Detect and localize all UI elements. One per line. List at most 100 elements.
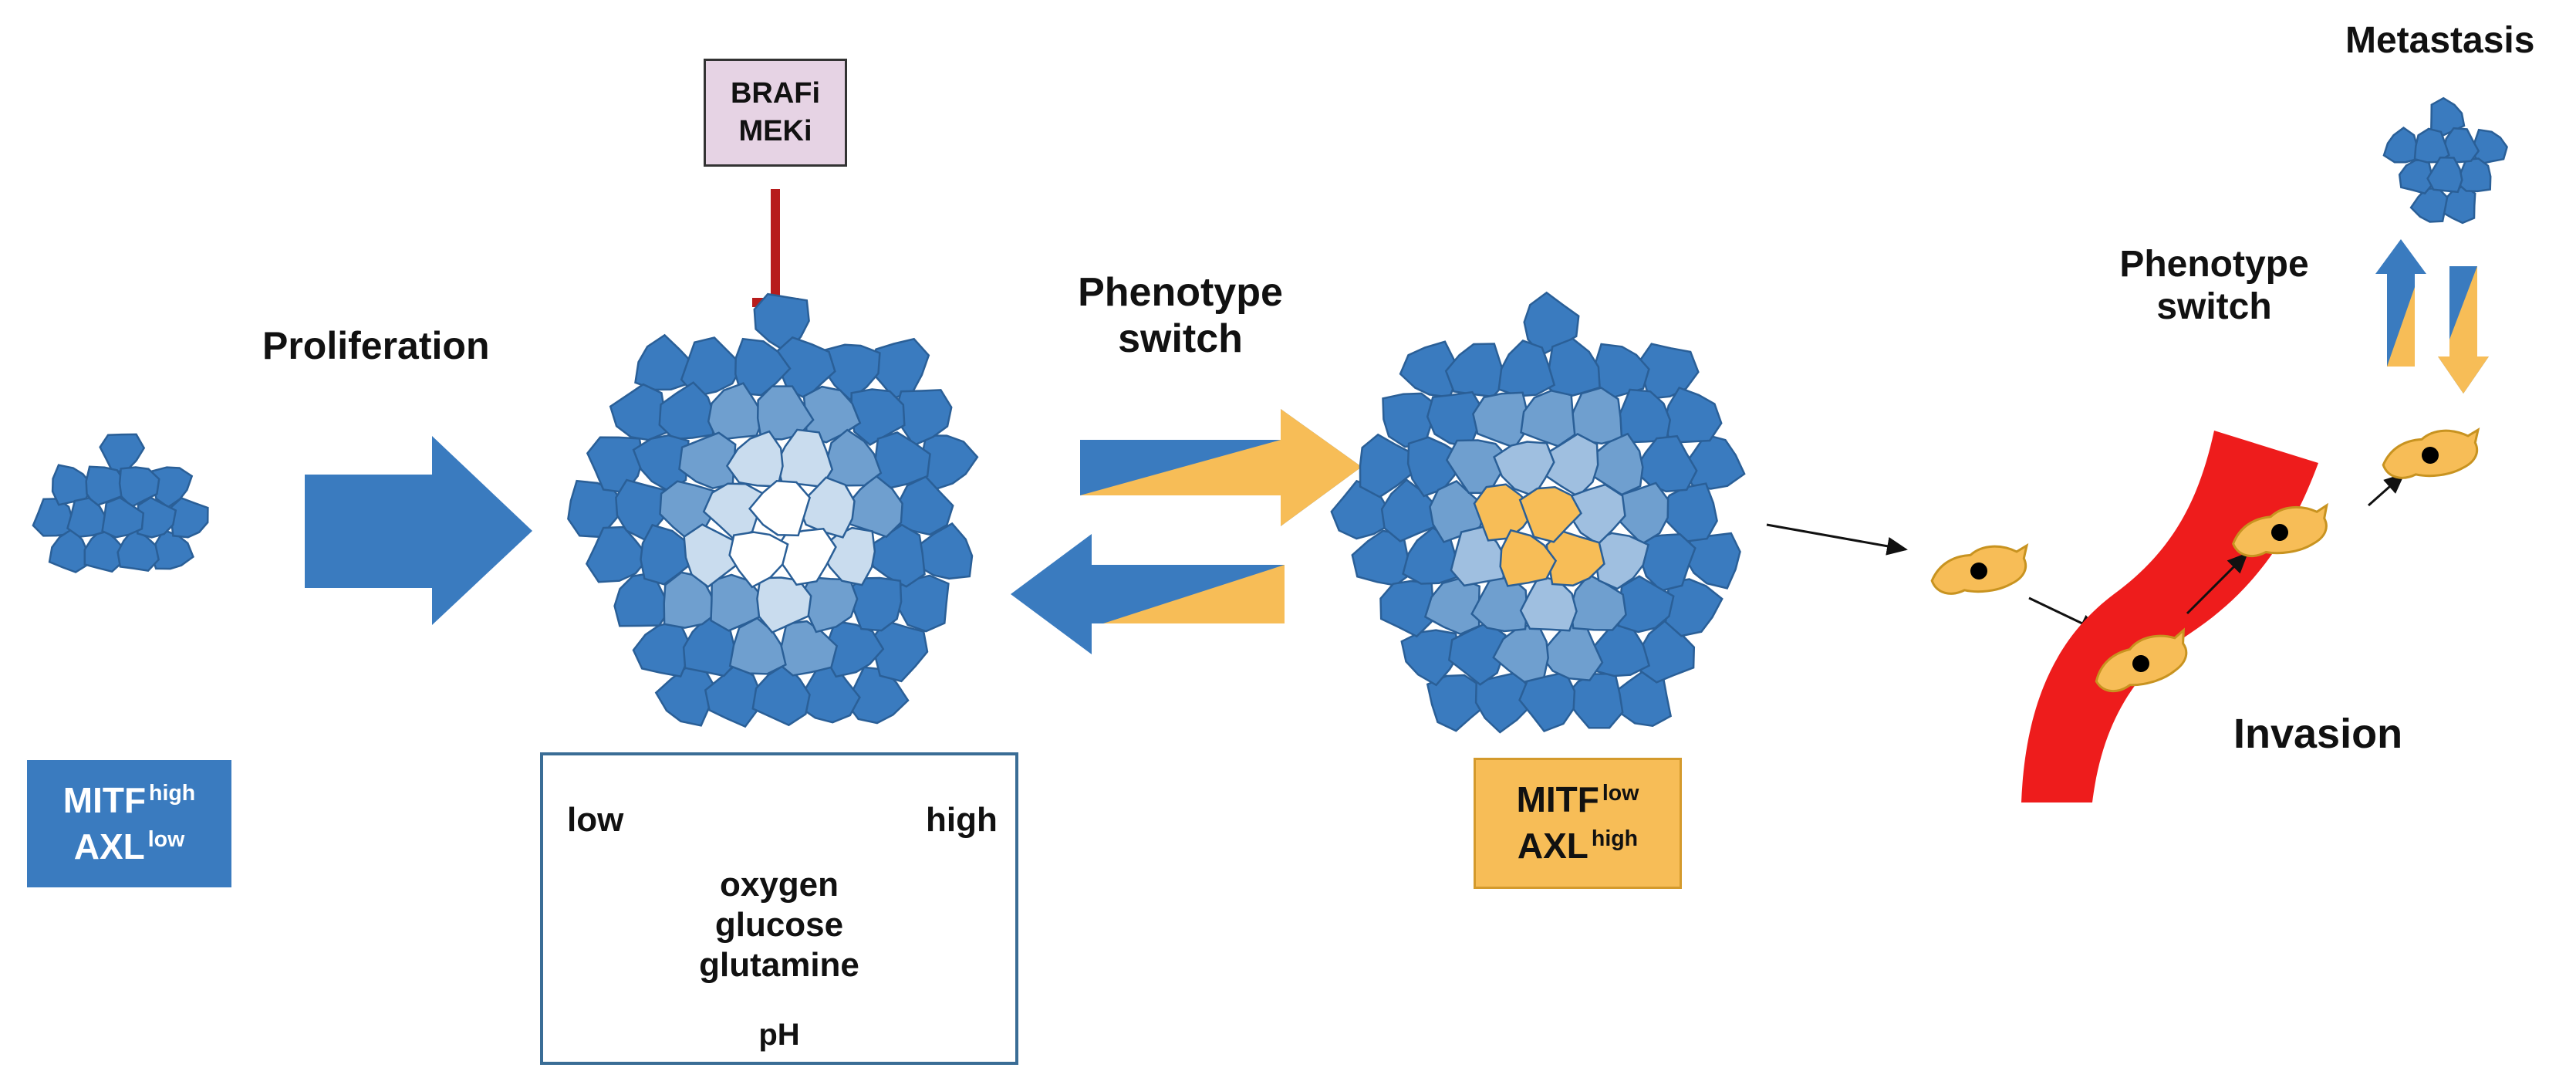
tumor-cell bbox=[1444, 343, 1508, 398]
blood-vessel bbox=[2021, 431, 2318, 802]
axl-label-right: AXL bbox=[1517, 826, 1588, 866]
tumor-cell bbox=[2426, 156, 2463, 194]
tumor-cell bbox=[748, 480, 811, 537]
tumor-cell bbox=[1426, 674, 1487, 732]
mitf-level-high: high bbox=[149, 781, 196, 806]
axl-level-high: high bbox=[1591, 826, 1639, 852]
tumor-cell bbox=[609, 383, 669, 441]
tumor-cell bbox=[118, 466, 160, 509]
phenotype-switch-right-line1: Phenotype bbox=[2119, 244, 2309, 285]
tumor-cell bbox=[1423, 576, 1480, 636]
phenotype-switch-forward-arrow bbox=[1080, 409, 1362, 526]
phenotype-switch-label-line1: Phenotype bbox=[1078, 270, 1283, 315]
cell-nucleus bbox=[2132, 655, 2149, 672]
axl-label: AXL bbox=[73, 826, 145, 867]
tumor-cell bbox=[632, 619, 690, 678]
factor-ph: pH bbox=[758, 1018, 800, 1052]
small-cell-cluster bbox=[32, 433, 209, 573]
factor-oxygen: oxygen bbox=[719, 866, 839, 904]
tumor-cell bbox=[756, 385, 815, 441]
phenotype-switch-label: Phenotype switch bbox=[1065, 270, 1296, 363]
tumor-cell bbox=[871, 431, 931, 489]
tumor-cell bbox=[1538, 623, 1604, 681]
tumor-cell bbox=[2430, 96, 2466, 137]
mitf-label-right: MITF bbox=[1516, 779, 1599, 820]
factor-glutamine: glutamine bbox=[699, 946, 859, 984]
tumor-spheroid-switched bbox=[1330, 291, 1746, 734]
tumor-cell bbox=[734, 337, 792, 397]
invasion-label: Invasion bbox=[2233, 711, 2403, 757]
invasion-arrow-3 bbox=[2186, 552, 2249, 615]
tumor-cell bbox=[1359, 433, 1414, 498]
gradient-high-label: high bbox=[926, 801, 998, 839]
migrating-cell bbox=[1930, 542, 2029, 595]
migrating-cell bbox=[2095, 627, 2188, 693]
tumor-cell bbox=[800, 576, 859, 634]
tumor-cell bbox=[2413, 127, 2450, 164]
metastasis-cell-cluster bbox=[2382, 96, 2508, 225]
tumor-cell bbox=[1519, 574, 1578, 632]
tumor-cell bbox=[1545, 337, 1601, 400]
inhibition-symbol bbox=[752, 189, 798, 307]
tumor-cell bbox=[1470, 576, 1528, 633]
tumor-cell bbox=[1632, 434, 1698, 493]
tumor-cell bbox=[1492, 622, 1549, 684]
tumor-cell bbox=[751, 662, 811, 727]
axl-level-low: low bbox=[147, 826, 185, 852]
tumor-cell bbox=[1445, 439, 1511, 495]
proliferation-arrow bbox=[305, 436, 532, 625]
tumor-cell bbox=[101, 496, 145, 539]
mitf-label: MITF bbox=[62, 779, 147, 820]
tumor-cell bbox=[634, 333, 694, 391]
tumor-cell bbox=[1497, 340, 1556, 397]
phenotype-switch-right-line2: switch bbox=[2156, 286, 2272, 328]
tumor-cell bbox=[775, 620, 839, 677]
tumor-cell bbox=[99, 433, 146, 474]
tumor-cell bbox=[1520, 389, 1576, 448]
tumor-cell bbox=[2382, 127, 2419, 164]
tumor-cell bbox=[1569, 573, 1627, 631]
tumor-cell bbox=[32, 498, 74, 537]
phenotype-switch-reverse-arrow bbox=[1011, 534, 1285, 654]
invasion-arrow-1 bbox=[1766, 523, 1908, 556]
drug-braf-label: BRAFi bbox=[730, 76, 821, 110]
tumor-cell bbox=[847, 474, 903, 539]
migrating-cell bbox=[2232, 502, 2328, 558]
metastasis-label: Metastasis bbox=[2345, 20, 2535, 61]
tumor-cell bbox=[1639, 533, 1697, 592]
tumor-spheroid-gradient bbox=[567, 292, 979, 728]
nutrient-gradient-box bbox=[540, 752, 1018, 1065]
tumor-cell bbox=[640, 523, 697, 586]
tumor-cell bbox=[728, 531, 789, 589]
metastasis-switch-up-arrow bbox=[2375, 239, 2426, 367]
migrating-cell bbox=[2382, 427, 2480, 479]
tumor-cell bbox=[169, 496, 209, 539]
tumor-cell bbox=[725, 430, 784, 488]
phenotype-switch-right-label: Phenotype switch bbox=[2098, 243, 2330, 328]
tumor-cell bbox=[2409, 187, 2449, 223]
cell-nucleus bbox=[2422, 447, 2439, 464]
braf-mek-inhibitor-box: BRAFi MEKi bbox=[704, 59, 847, 167]
tumor-cell bbox=[66, 497, 108, 538]
cell-nucleus bbox=[2271, 524, 2288, 541]
drug-mek-label: MEKi bbox=[738, 115, 812, 147]
tumor-cell bbox=[845, 576, 903, 632]
tumor-cell bbox=[1542, 433, 1599, 498]
metastasis-switch-down-arrow bbox=[2438, 266, 2489, 394]
tumor-cell bbox=[1379, 579, 1434, 638]
invasion-arrow-4 bbox=[2368, 473, 2406, 507]
proliferation-label: Proliferation bbox=[262, 324, 490, 367]
tumor-cell bbox=[1611, 669, 1673, 727]
tumor-cell bbox=[1493, 441, 1555, 498]
tumor-cell bbox=[756, 576, 812, 634]
migrating-cells bbox=[1930, 427, 2480, 693]
tumor-cell bbox=[137, 496, 177, 539]
tumor-cell bbox=[1518, 486, 1582, 543]
tumor-cell bbox=[1499, 529, 1558, 587]
